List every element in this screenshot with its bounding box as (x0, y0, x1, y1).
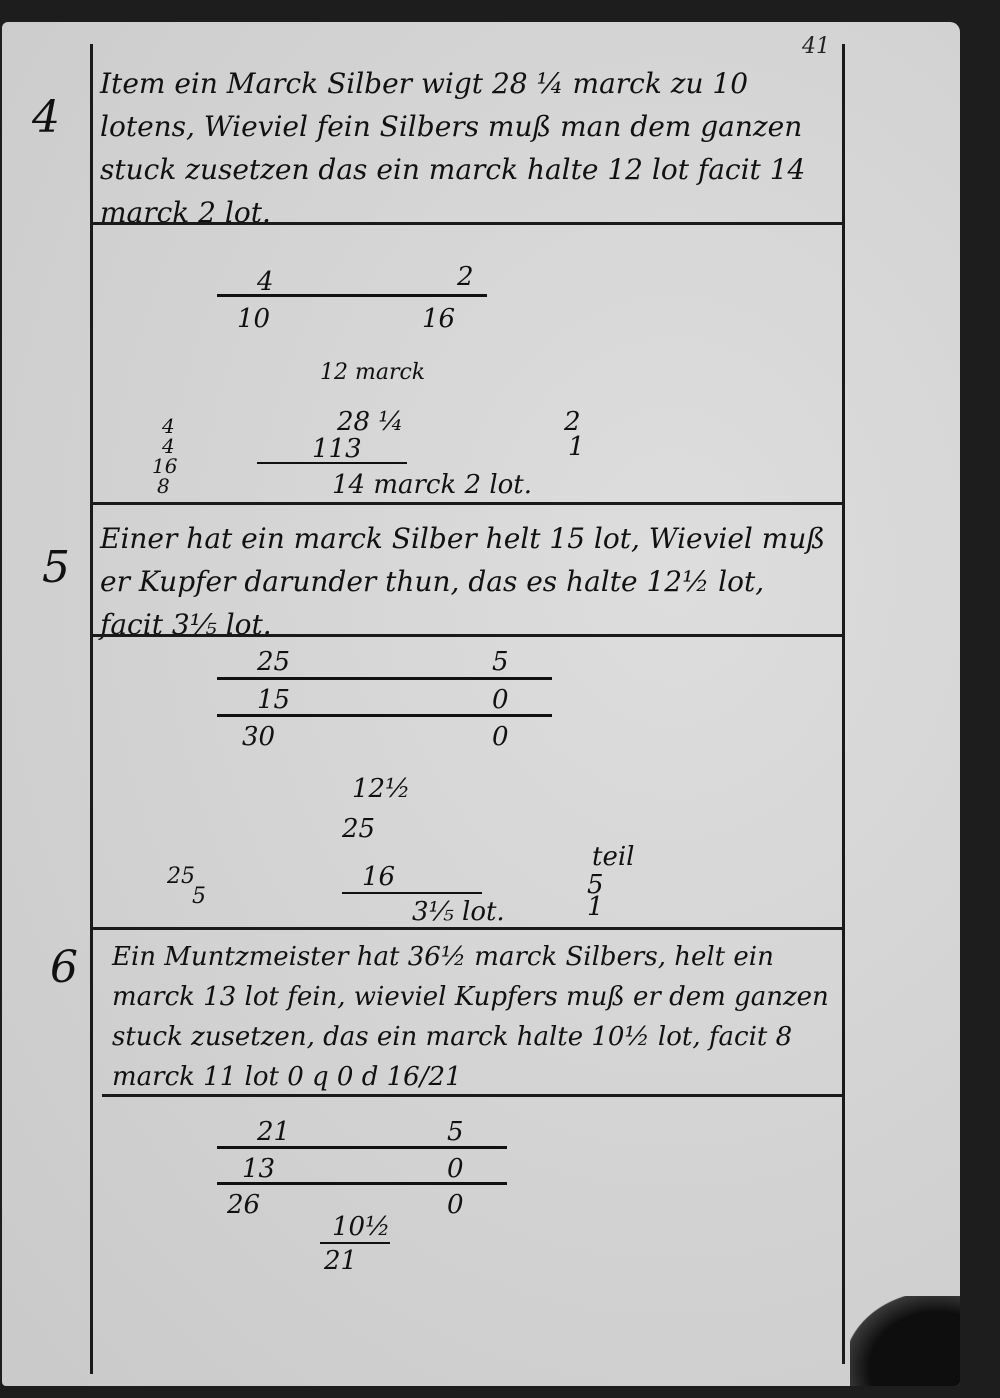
left-rule-line (90, 44, 93, 1374)
p5-t-r3c2: 0 (492, 722, 509, 752)
right-rule-line (842, 44, 845, 1364)
problem-6-top-divider (90, 927, 842, 930)
problem-4-text: Item ein Marck Silber wigt 28 ¼ marck zu… (100, 67, 806, 229)
problem-6-divider (102, 1094, 842, 1097)
p6-t-r1c1: 21 (257, 1117, 291, 1147)
p4-mid-rule (257, 462, 407, 464)
p4-prop-rule (217, 294, 487, 297)
page-number: 41 (802, 34, 830, 59)
p4-mid-2: 28 ¼ (337, 407, 404, 437)
p4-right-2: 1 (568, 432, 585, 462)
p5-stack-2: 25 (342, 814, 376, 844)
p4-left-2: 4 (162, 434, 175, 458)
p5-right-1: teil (592, 842, 635, 872)
problem-5-top-divider (90, 502, 842, 505)
problem-5-number: 5 (42, 542, 70, 593)
p5-side-1: 25 (167, 864, 195, 889)
p5-t-r2c1: 15 (257, 685, 291, 715)
problem-5-text: Einer hat ein marck Silber helt 15 lot, … (100, 522, 826, 641)
p4-mid-1: 12 marck (320, 360, 426, 385)
p4-prop-d: 16 (422, 304, 456, 334)
manuscript-page: 41 4 Item ein Marck Silber wigt 28 ¼ mar… (2, 22, 960, 1386)
p6-stack-1: 10½ (332, 1212, 391, 1242)
p5-t-r1c2: 5 (492, 647, 509, 677)
p6-t-r2c1: 13 (242, 1154, 276, 1184)
p5-t-r2c2: 0 (492, 685, 509, 715)
p5-stack-4: 3⅕ lot. (412, 897, 505, 927)
p5-stack-1: 12½ (352, 774, 411, 804)
thumb-shadow (850, 1296, 960, 1386)
p4-left-3: 16 (152, 454, 178, 478)
p5-t-r1c1: 25 (257, 647, 291, 677)
p5-t-r3c1: 30 (242, 722, 276, 752)
problem-4-divider (90, 222, 842, 225)
p4-right-1: 2 (564, 407, 581, 437)
p5-stack-rule (342, 892, 482, 894)
p4-prop-a: 4 (257, 267, 274, 297)
p6-t-r3c2: 0 (447, 1190, 464, 1220)
p4-prop-c: 10 (237, 304, 271, 334)
problem-6-text: Ein Muntzmeister hat 36½ marck Silbers, … (112, 942, 829, 1092)
p4-left-4: 8 (157, 474, 170, 498)
p4-mid-4: 14 marck 2 lot. (332, 470, 533, 500)
problem-6-number: 6 (50, 942, 78, 993)
p4-prop-b: 2 (457, 262, 474, 292)
p6-t-r1c2: 5 (447, 1117, 464, 1147)
p6-t-r3c1: 26 (227, 1190, 261, 1220)
p6-rule-1 (217, 1146, 507, 1149)
p5-side-2: 5 (192, 884, 206, 909)
p6-stack-2: 21 (324, 1246, 358, 1276)
problem-5-divider (90, 634, 842, 637)
p6-stack-rule (320, 1242, 390, 1244)
p6-rule-2 (217, 1182, 507, 1185)
p5-stack-3: 16 (362, 862, 396, 892)
p5-right-3: 1 (587, 892, 604, 922)
p5-rule-2 (217, 714, 552, 717)
p4-left-1: 4 (162, 414, 175, 438)
problem-4-number: 4 (32, 92, 60, 143)
p5-rule-1 (217, 677, 552, 680)
p4-mid-3: 113 (312, 434, 362, 464)
p6-t-r2c2: 0 (447, 1154, 464, 1184)
p5-right-2: 5 (587, 870, 604, 900)
